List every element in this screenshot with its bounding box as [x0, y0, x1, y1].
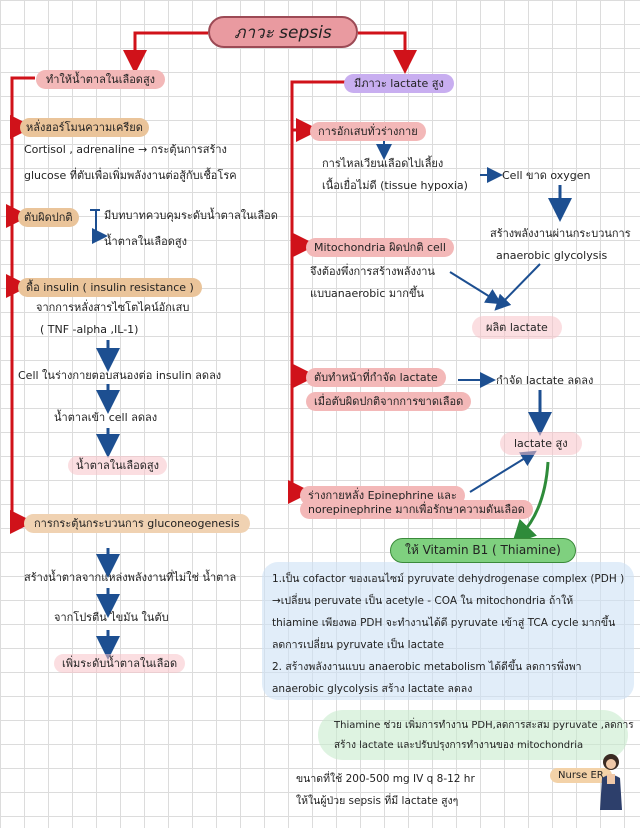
gluco-step-1: สร้างน้ำตาลจากแหล่งพลังงานที่ไม่ใช่ น้ำต…: [24, 571, 237, 584]
insulin-line-2: ( TNF -alpha ,IL-1): [40, 323, 139, 336]
treatment-glow: [262, 562, 634, 700]
inflammation-line-1: การไหลเวียนเลือดไปเลี้ยง: [322, 157, 444, 170]
treatment-p2: →เปลี่ยน peruvate เป็น acetyle - COA ใน …: [272, 595, 574, 607]
treatment-p4: ลดการเปลี่ยน pyruvate เป็น lactate: [272, 639, 444, 651]
left-header: ทำให้น้ำตาลในเลือดสูง: [36, 70, 166, 89]
nurse-avatar-icon: [600, 754, 622, 810]
dose-line-2: ให้ในผู้ป่วย sepsis ที่มี lactate สูงๆ: [296, 795, 459, 807]
produce-lactate: ผลิต lactate: [472, 316, 562, 339]
treatment-p5: 2. สร้างพลังงานแบบ anaerobic metabolism …: [272, 661, 582, 673]
author-badge: Nurse ER: [550, 768, 612, 783]
insulin-step-3: น้ำตาลในเลือดสูง: [68, 456, 167, 475]
stress-line-2: glucose ที่ตับเพื่อเพิ่มพลังงานต่อสู้กับ…: [24, 169, 237, 182]
mito-line-2: แบบanaerobic มากขึ้น: [310, 287, 424, 300]
cell-lack-oxygen: Cell ขาด oxygen: [502, 169, 591, 182]
summary-glow: [318, 710, 628, 760]
liver-line-2: น้ำตาลในเลือดสูง: [104, 235, 187, 248]
liver-abnormal-label: ตับผิดปกติ: [18, 208, 79, 227]
gluco-step-2: จากโปรตีน ไขมัน ในตับ: [54, 611, 169, 624]
anaerobic-line-1: สร้างพลังงานผ่านกระบวนการ: [490, 227, 631, 240]
treatment-p3: thiamine เพียงพอ PDH จะทำงานได้ดี pyruva…: [272, 617, 616, 629]
liver-clear-label: ตับทำหน้าที่กำจัด lactate: [306, 368, 446, 387]
mitochondria-label: Mitochondria ผิดปกติ cell: [306, 238, 454, 257]
insulin-step-1: Cell ในร่างกายตอบสนองต่อ insulin ลดลง: [18, 369, 222, 382]
insulin-line-1: จากการหลั่งสารไซโตไคน์อักเสบ: [36, 301, 190, 314]
epinephrine-line-2: norepinephrine มากเพื่อรักษาความดันเลือด: [300, 500, 533, 519]
stress-hormone-label: หลั่งฮอร์โมนความเครียด: [20, 118, 149, 137]
treatment-p1: 1.เป็น cofactor ของเอนไซม์ pyruvate dehy…: [272, 573, 625, 585]
thiamine-label: ให้ Vitamin B1 ( Thiamine): [390, 538, 576, 563]
dose-line-1: ขนาดที่ใช้ 200-500 mg IV q 8-12 hr: [296, 773, 475, 785]
right-header: มีภาวะ lactate สูง: [344, 74, 454, 93]
mito-line-1: จึงต้องพึ่งการสร้างพลังงาน: [310, 265, 435, 278]
inflammation-label: การอักเสบทั่วร่างกาย: [310, 122, 426, 141]
page-title: ภาวะ sepsis: [208, 16, 358, 48]
insulin-step-2: น้ำตาลเข้า cell ลดลง: [54, 411, 158, 424]
lactate-high: lactate สูง: [500, 432, 582, 455]
summary-line-1: Thiamine ช่วย เพิ่มการทำงาน PDH,ลดการสะส…: [334, 720, 634, 731]
liver-ischemia-label: เมื่อตับผิดปกติจากการขาดเลือด: [306, 392, 472, 411]
anaerobic-line-2: anaerobic glycolysis: [496, 249, 608, 262]
summary-line-2: สร้าง lactate และปรับปรุงการทำงานของ mit…: [334, 740, 584, 751]
liver-line-1: มีบทบาทควบคุมระดับน้ำตาลในเลือด: [104, 209, 278, 222]
gluco-step-3: เพิ่มระดับน้ำตาลในเลือด: [54, 654, 186, 673]
inflammation-line-2: เนื้อเยื่อไม่ดี (tissue hypoxia): [322, 179, 468, 192]
gluconeogenesis-label: การกระตุ้นกระบวนการ gluconeogenesis: [24, 514, 250, 533]
lactate-clear-decrease: กำจัด lactate ลดลง: [496, 374, 594, 387]
insulin-resistance-label: ดื้อ insulin ( insulin resistance ): [18, 278, 202, 297]
stress-line-1: Cortisol , adrenaline → กระตุ้นการสร้าง: [24, 143, 227, 156]
treatment-p6: anaerobic glycolysis สร้าง lactate ลดลง: [272, 683, 473, 695]
